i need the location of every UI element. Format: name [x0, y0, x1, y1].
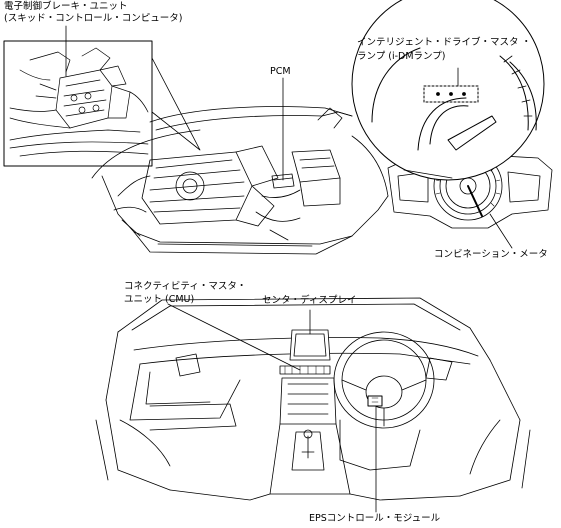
label-brake-unit-line1: 電子制御ブレーキ・ユニット — [4, 1, 128, 12]
label-combination-meter: コンビネーション・メータ — [434, 249, 548, 260]
label-idm-lamp-line1: インテリジェント・ドライブ・マスタ ・ — [357, 37, 532, 48]
label-idm-lamp-line2: ランプ (i-DMランプ) — [357, 51, 446, 62]
label-eps-module: EPSコントロール・モジュール — [309, 513, 441, 524]
label-pcm: PCM — [270, 66, 291, 77]
leader-lines — [65, 25, 513, 513]
leader-combination-meter — [489, 213, 513, 249]
interior-dashboard-illustration — [95, 297, 531, 501]
label-brake-unit-line2: (スキッド・コントロール・コンピュータ) — [4, 13, 183, 24]
engine-bay-illustration — [91, 106, 389, 255]
leader-cmu — [167, 303, 301, 371]
label-center-display: センタ・ディスプレイ — [262, 295, 357, 306]
brake-unit-inset — [3, 40, 201, 167]
label-cmu-line1: コネクティビティ・マスタ・ — [124, 281, 247, 292]
label-cmu-line2: ユニット (CMU) — [124, 294, 195, 305]
meter-magnified-view — [351, 0, 545, 181]
